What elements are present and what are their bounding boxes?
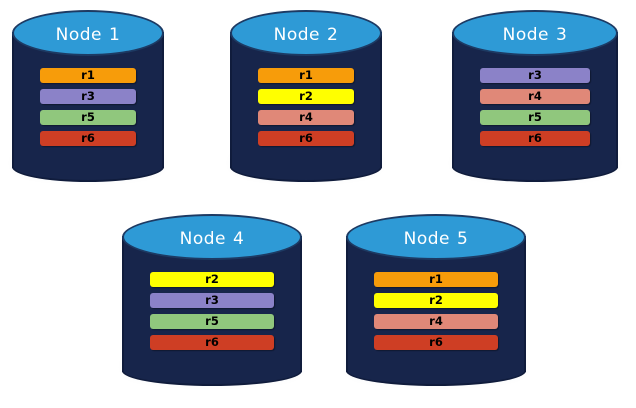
replica-list: r2 r3 r5 r6 (122, 214, 302, 372)
replica-list: r1 r2 r4 r6 (346, 214, 526, 372)
replica-bar[interactable]: r1 (40, 68, 136, 83)
replica-bar[interactable]: r5 (150, 314, 274, 329)
replica-list: r1 r3 r5 r6 (12, 10, 164, 168)
replica-bar[interactable]: r2 (150, 272, 274, 287)
replica-bar[interactable]: r5 (480, 110, 590, 125)
replica-bar[interactable]: r5 (40, 110, 136, 125)
replica-bar[interactable]: r3 (150, 293, 274, 308)
replica-bar[interactable]: r6 (150, 335, 274, 350)
replica-bar[interactable]: r3 (480, 68, 590, 83)
replica-bar[interactable]: r2 (258, 89, 354, 104)
replica-bar[interactable]: r1 (258, 68, 354, 83)
cylinder-top-ellipse (346, 214, 526, 260)
node-label: Node 1 (12, 10, 164, 56)
replica-list: r3 r4 r5 r6 (452, 10, 618, 168)
node-label-number: 2 (327, 25, 339, 45)
cylinder-top-ellipse (230, 10, 382, 56)
node-label-number: 4 (233, 229, 245, 249)
replica-bar[interactable]: r6 (258, 131, 354, 146)
replica-bar[interactable]: r4 (374, 314, 498, 329)
node-label-word: Node (179, 229, 227, 249)
node-label-word: Node (403, 229, 451, 249)
node-label-number: 5 (457, 229, 469, 249)
node-label-word: Node (502, 25, 550, 45)
replica-bar[interactable]: r4 (258, 110, 354, 125)
replica-list: r1 r2 r4 r6 (230, 10, 382, 168)
database-node-4[interactable]: Node 4 r2 r3 r5 r6 (122, 214, 302, 386)
node-label: Node 2 (230, 10, 382, 56)
database-node-1[interactable]: Node 1 r1 r3 r5 r6 (12, 10, 164, 182)
replica-bar[interactable]: r6 (374, 335, 498, 350)
replica-bar[interactable]: r6 (40, 131, 136, 146)
node-label: Node 3 (452, 10, 618, 56)
cylinder-top-ellipse (122, 214, 302, 260)
replica-bar[interactable]: r4 (480, 89, 590, 104)
node-label-number: 1 (109, 25, 121, 45)
cylinder-top-ellipse (12, 10, 164, 56)
database-node-3[interactable]: Node 3 r3 r4 r5 r6 (452, 10, 618, 182)
cylinder-top-ellipse (452, 10, 618, 56)
replica-bar[interactable]: r6 (480, 131, 590, 146)
node-label: Node 5 (346, 214, 526, 260)
node-label-number: 3 (556, 25, 568, 45)
node-label-word: Node (273, 25, 321, 45)
node-label-word: Node (55, 25, 103, 45)
replica-bar[interactable]: r1 (374, 272, 498, 287)
database-node-2[interactable]: Node 2 r1 r2 r4 r6 (230, 10, 382, 182)
node-label: Node 4 (122, 214, 302, 260)
replica-bar[interactable]: r2 (374, 293, 498, 308)
replica-bar[interactable]: r3 (40, 89, 136, 104)
database-node-5[interactable]: Node 5 r1 r2 r4 r6 (346, 214, 526, 386)
